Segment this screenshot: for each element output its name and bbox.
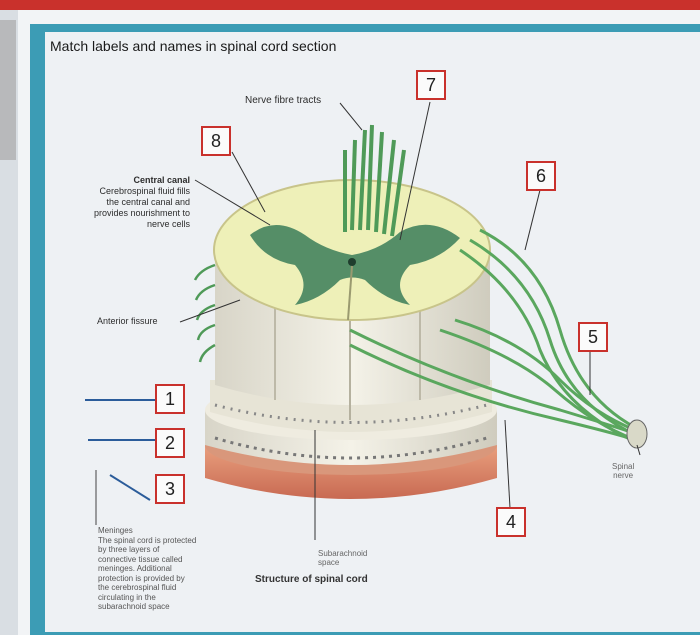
label-box-4[interactable]: 4 [496,507,526,537]
box-leader-lines [85,399,155,501]
left-side-tab [0,20,16,160]
top-accent-strip [0,0,700,10]
meninges-desc-line: circulating in the [98,592,156,602]
diagram-caption: Structure of spinal cord [255,574,368,585]
label-box-5[interactable]: 5 [578,322,608,352]
spinal-nerve-bundle [349,228,641,444]
anterior-rootlets [193,263,216,363]
subarachnoid-space-label: Subarachnoid space [318,549,367,567]
label-box-6[interactable]: 6 [526,161,556,191]
subarachnoid-line: space [318,558,340,567]
anterior-fissure-label: Anterior fissure [97,316,158,326]
label-box-3[interactable]: 3 [155,474,185,504]
central-canal-desc-line: the central canal and [106,197,190,207]
label-box-8[interactable]: 8 [201,126,231,156]
meninges-heading: Meninges [98,526,133,535]
meninges-desc-line: meninges. Additional [98,564,172,573]
label-box-7[interactable]: 7 [416,70,446,100]
label-box-2[interactable]: 2 [155,428,185,458]
question-title: Match labels and names in spinal cord se… [50,38,337,54]
nerve-end-cross-section [626,419,648,449]
nerve-fibre-tracts [343,124,406,237]
nerve-fibre-tracts-label: Nerve fibre tracts [245,95,322,106]
spinal-nerve-label: Spinal nerve [612,462,634,480]
leader-lines [179,101,641,540]
central-canal-desc-line: Cerebrospinal fluid fills [99,186,190,196]
meninges-description: Meninges The spinal cord is protected by… [98,526,196,612]
spinal-nerve-line: nerve [613,471,634,480]
label-box-1[interactable]: 1 [155,384,185,414]
subarachnoid-line: Subarachnoid [318,549,368,558]
meninges-desc-line: the cerebrospinal fluid [98,583,177,592]
central-canal-desc-line: nerve cells [146,219,190,229]
central-canal-desc-line: provides nourishment to [93,208,190,218]
spinal-nerve-line: Spinal [612,462,635,471]
central-canal-description: Cerebrospinal fluid fills the central ca… [60,186,190,230]
meninges-desc-line: connective tissue called [98,554,183,564]
meninges-desc-line: protection is provided by [98,573,185,583]
meninges-desc-line: The spinal cord is protected [98,535,197,545]
meninges-desc-line: subarachnoid space [98,602,170,611]
meninges-desc-line: by three layers of [98,545,160,554]
central-canal-label: Central canal [133,175,190,185]
